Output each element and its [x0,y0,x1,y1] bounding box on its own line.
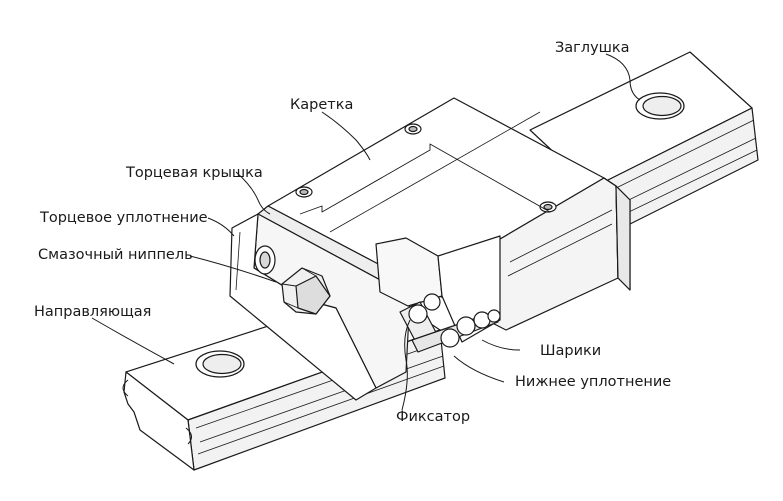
label-carriage: Каретка [290,97,354,113]
end-cap-assembly [229,205,421,401]
label-grease-nipple: Смазочный ниппель [38,247,193,263]
cutaway-section [375,235,501,353]
leader-lines [91,53,641,411]
label-rail: Направляющая [34,304,152,320]
label-end-seal: Торцевое уплотнение [40,210,208,226]
guide-rail [122,51,759,471]
rail-end-profile [123,371,195,471]
label-retainer: Фиксатор [396,409,471,425]
label-bottom-seal: Нижнее уплотнение [515,374,672,390]
label-balls: Шарики [540,343,602,359]
label-end-cap: Торцевая крышка [126,165,263,181]
label-plug: Заглушка [555,40,630,56]
